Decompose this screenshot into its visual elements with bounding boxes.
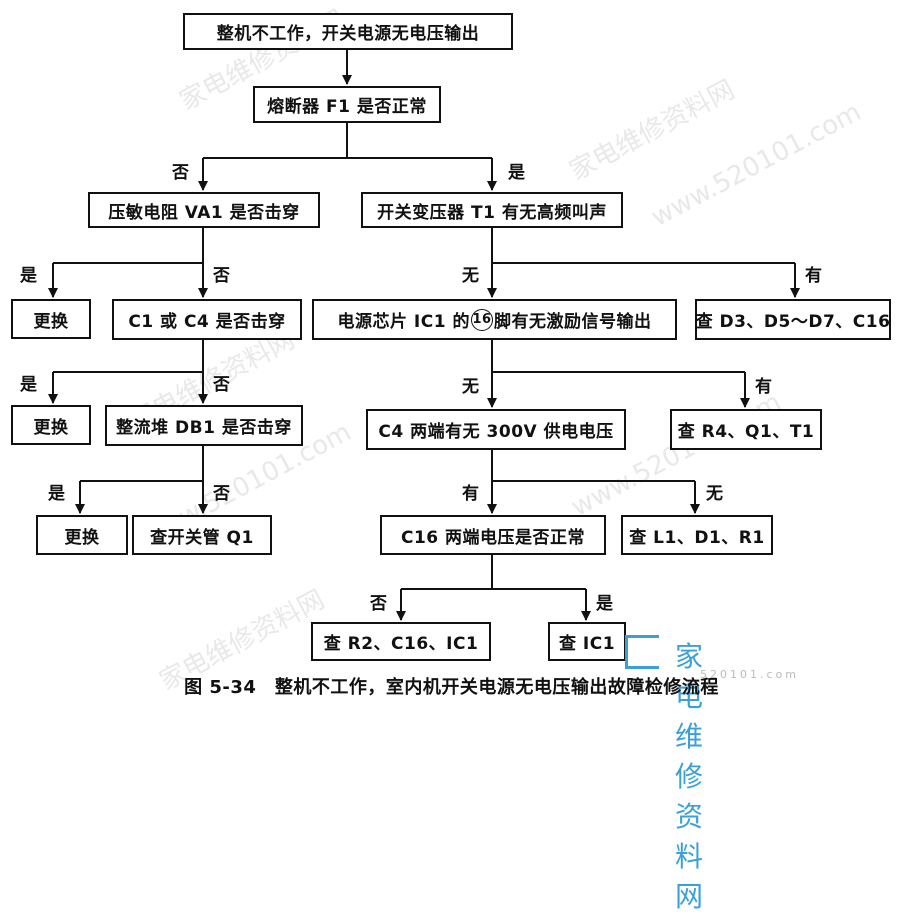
node-check-l1: 查 L1、D1、R1 <box>621 515 773 555</box>
node-transformer: 开关变压器 T1 有无高频叫声 <box>361 192 623 228</box>
label-no: 否 <box>213 266 230 286</box>
node-check-q1: 查开关管 Q1 <box>132 515 272 555</box>
node-bridge: 整流堆 DB1 是否击穿 <box>105 405 303 446</box>
node-c1-c4: C1 或 C4 是否击穿 <box>112 299 302 340</box>
pin-number-circle: 16 <box>470 308 493 331</box>
label-yes: 是 <box>20 266 37 286</box>
node-fuse: 熔断器 F1 是否正常 <box>253 86 441 123</box>
node-c16-voltage: C16 两端电压是否正常 <box>380 515 606 555</box>
label-has: 有 <box>462 484 479 504</box>
connector-lines <box>48 50 800 621</box>
node-replace-3: 更换 <box>36 515 128 555</box>
label-none: 无 <box>462 377 479 397</box>
node-root: 整机不工作，开关电源无电压输出 <box>183 13 513 50</box>
label-has: 有 <box>755 377 772 397</box>
ic1-text-pre: 电源芯片 IC1 的 <box>337 312 470 332</box>
node-replace-1: 更换 <box>11 299 91 339</box>
label-yes: 是 <box>596 594 613 614</box>
node-ic1-pin16: 电源芯片 IC1 的 16 脚有无激励信号输出 <box>312 299 677 340</box>
label-yes: 是 <box>48 484 65 504</box>
node-check-d3: 查 D3、D5～D7、C16 <box>695 299 891 340</box>
figure-caption: 图 5-34 整机不工作，室内机开关电源无电压输出故障检修流程 <box>184 677 719 698</box>
ic1-text-post: 脚有无激励信号输出 <box>493 312 652 332</box>
node-replace-2: 更换 <box>11 405 91 445</box>
label-none: 无 <box>706 484 723 504</box>
label-has: 有 <box>805 266 822 286</box>
logo-url: 520101.com <box>700 668 799 681</box>
node-c4-voltage: C4 两端有无 300V 供电电压 <box>366 409 626 450</box>
node-check-r2: 查 R2、C16、IC1 <box>311 622 491 661</box>
flowchart: 家电维修资料网 家电维修资料网 www.520101.com www.52010… <box>11 5 891 913</box>
label-no: 否 <box>213 375 230 395</box>
label-yes: 是 <box>508 163 525 183</box>
node-check-ic1: 查 IC1 <box>548 622 626 661</box>
node-check-r4: 查 R4、Q1、T1 <box>670 409 822 450</box>
logo-bracket-icon <box>625 635 659 669</box>
label-none: 无 <box>462 266 479 286</box>
node-varistor: 压敏电阻 VA1 是否击穿 <box>88 192 320 228</box>
label-no: 否 <box>213 484 230 504</box>
label-yes: 是 <box>20 375 37 395</box>
label-no: 否 <box>370 594 387 614</box>
label-no: 否 <box>172 163 189 183</box>
